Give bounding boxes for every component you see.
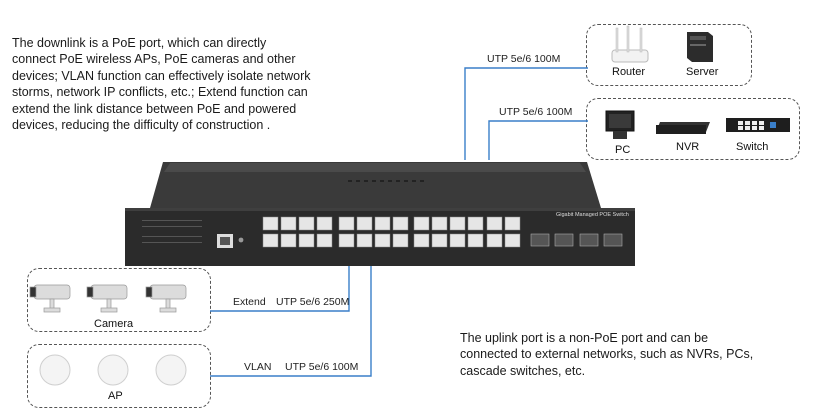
camera-label: Camera	[94, 318, 134, 330]
uplink-cable-label-2: UTP 5e/6 100M	[499, 106, 573, 118]
cable-vlan-ap	[210, 265, 372, 377]
sfp-ports	[530, 233, 623, 247]
cable-lines	[210, 67, 588, 377]
downlink-description: The downlink is a PoE port, which can di…	[12, 36, 311, 133]
vlan-cable-label: UTP 5e/6 100M	[285, 361, 359, 373]
server-icon	[687, 32, 713, 62]
rj45-ports	[262, 216, 521, 248]
cable-uplink-router-server	[464, 67, 588, 160]
router-icon	[611, 25, 649, 63]
group-cameras	[27, 268, 211, 332]
group-pc-nvr-switch	[586, 98, 800, 160]
nvr-label: NVR	[676, 141, 700, 153]
switch-model-label: Gigabit Managed POE Switch	[556, 212, 629, 218]
cable-extend-camera	[210, 265, 350, 312]
router-label: Router	[612, 66, 646, 78]
vlan-mode-label: VLAN	[244, 361, 272, 373]
cable-uplink-pc-nvr-switch	[488, 120, 588, 160]
ap-label: AP	[108, 390, 123, 402]
server-label: Server	[686, 66, 719, 78]
extend-mode-label: Extend	[233, 296, 266, 308]
extend-cable-label: UTP 5e/6 250M	[276, 296, 350, 308]
ap-icons	[39, 354, 187, 386]
pc-label: PC	[615, 144, 631, 156]
uplink-description: The uplink port is a non-PoE port and ca…	[460, 331, 754, 378]
group-router-server	[586, 24, 752, 86]
camera-icons	[29, 284, 187, 313]
switch-label: Switch	[736, 141, 769, 153]
nvr-icon	[656, 122, 710, 134]
uplink-cable-label-1: UTP 5e/6 100M	[487, 53, 561, 65]
network-switch-icon	[726, 118, 790, 132]
pc-icon	[605, 110, 635, 139]
